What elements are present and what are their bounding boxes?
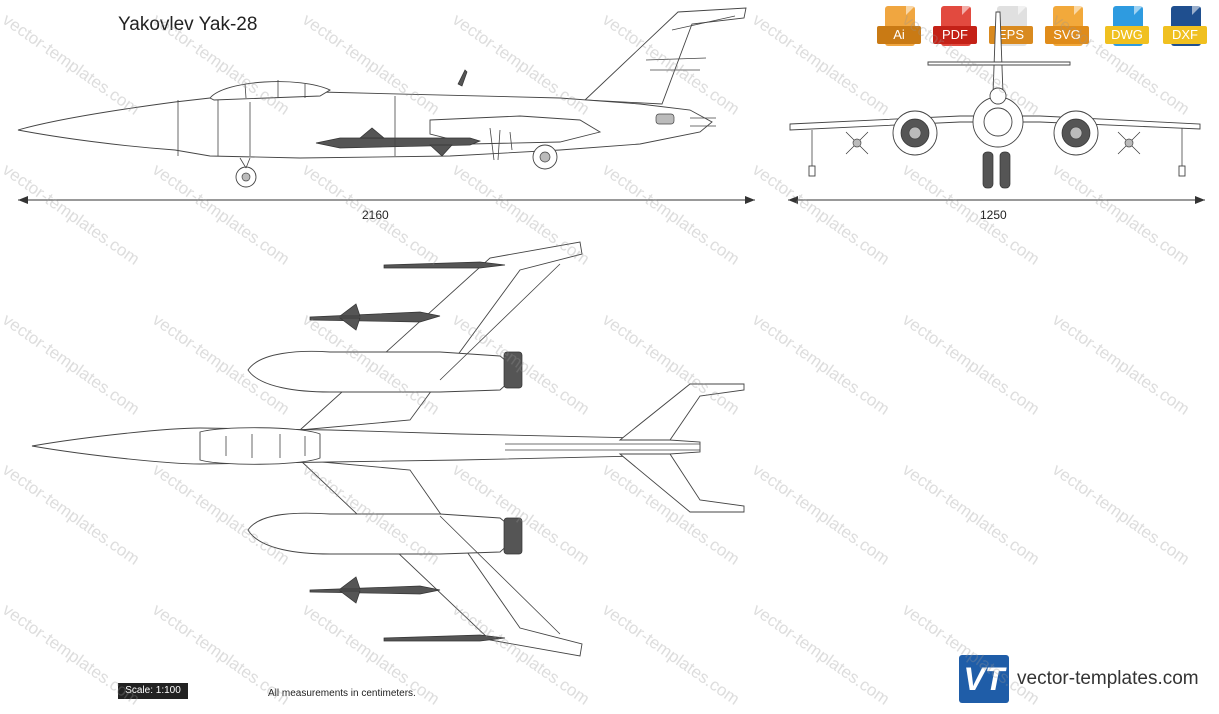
measurement-note: All measurements in centimeters. xyxy=(268,688,416,699)
top-missile-3 xyxy=(309,585,441,595)
top-view xyxy=(31,241,745,657)
front-view xyxy=(789,11,1201,189)
top-missile-4 xyxy=(383,634,506,642)
format-label: SVG xyxy=(1045,26,1089,44)
scale-badge: Scale: 1:100 xyxy=(118,683,188,699)
top-engine-nacelle-lower xyxy=(247,512,521,555)
ai-format-icon[interactable]: Ai xyxy=(877,6,921,50)
length-dimension-label: 2160 xyxy=(362,208,389,222)
page-title: Yakovlev Yak-28 xyxy=(118,14,258,35)
top-wing-upper xyxy=(298,241,583,431)
span-dimension-line xyxy=(788,196,1205,204)
side-view xyxy=(17,7,747,188)
dxf-format-icon[interactable]: DXF xyxy=(1163,6,1207,50)
top-tailplane-upper xyxy=(618,383,745,441)
top-missile-2 xyxy=(309,311,441,323)
top-engine-nacelle-upper xyxy=(247,350,521,393)
top-tailplane-lower xyxy=(618,453,745,513)
format-label: DWG xyxy=(1105,26,1149,44)
pdf-format-icon[interactable]: PDF xyxy=(933,6,977,50)
format-label: DXF xyxy=(1163,26,1207,44)
top-canopy xyxy=(199,427,321,465)
vertical-tail xyxy=(583,7,747,105)
side-engine-nacelle xyxy=(429,115,602,145)
top-fuselage xyxy=(31,427,701,465)
span-dimension-label: 1250 xyxy=(980,208,1007,222)
top-missile-1 xyxy=(383,261,506,269)
top-wing-lower xyxy=(298,459,583,657)
length-dimension-line xyxy=(18,196,755,204)
format-label: PDF xyxy=(933,26,977,44)
vt-logo[interactable]: VT xyxy=(959,655,1009,703)
svg-format-icon[interactable]: SVG xyxy=(1045,6,1089,50)
dwg-format-icon[interactable]: DWG xyxy=(1105,6,1149,50)
format-label: Ai xyxy=(877,26,921,44)
side-canopy xyxy=(209,81,331,101)
brand-site-link[interactable]: vector-templates.com xyxy=(1017,668,1199,689)
